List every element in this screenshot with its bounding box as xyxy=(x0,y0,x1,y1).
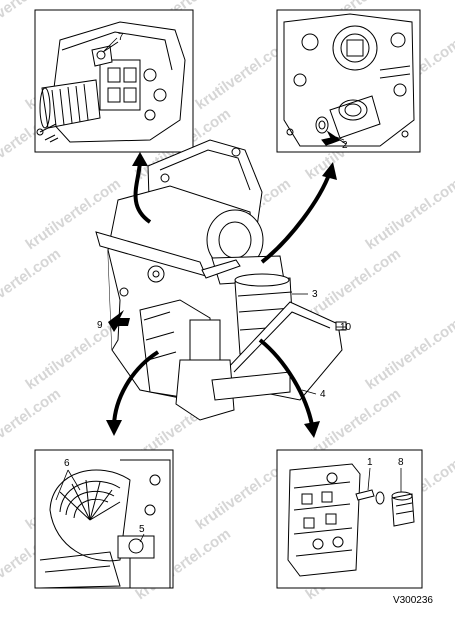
callout-5: 5 xyxy=(139,524,145,535)
watermark-text: krutilvertel.com xyxy=(0,245,64,323)
detail-panel-top-right xyxy=(276,9,421,153)
figure-code: V300236 xyxy=(392,595,433,606)
callout-2: 2 xyxy=(342,140,348,151)
callout-8: 8 xyxy=(398,457,404,468)
callout-10: 10 xyxy=(340,322,352,333)
callout-7: 7 xyxy=(118,32,124,43)
arrow-to-top-left xyxy=(132,152,152,224)
watermark-text: krutilvertel.com xyxy=(23,315,124,393)
leader-lines xyxy=(55,37,402,543)
watermark-text: krutilvertel.com xyxy=(363,315,455,393)
callout-3: 3 xyxy=(312,289,318,300)
transmission-assembly xyxy=(95,139,347,421)
arrow-to-bottom-left xyxy=(106,350,160,436)
detail-panel-bottom-left xyxy=(34,449,174,589)
arrow-to-top-right xyxy=(260,162,337,264)
watermark-text: krutilvertel.com xyxy=(363,175,455,253)
callout-1: 1 xyxy=(367,457,373,468)
detail-panel-bottom-right xyxy=(276,449,423,589)
detail-panel-top-left xyxy=(34,9,194,153)
arrow-pointer-9 xyxy=(108,310,130,332)
callout-4: 4 xyxy=(320,389,326,400)
callout-9: 9 xyxy=(97,320,103,331)
callout-6: 6 xyxy=(64,458,70,469)
arrow-to-bottom-right xyxy=(258,338,320,438)
watermark-text: krutilvertel.com xyxy=(303,245,404,323)
